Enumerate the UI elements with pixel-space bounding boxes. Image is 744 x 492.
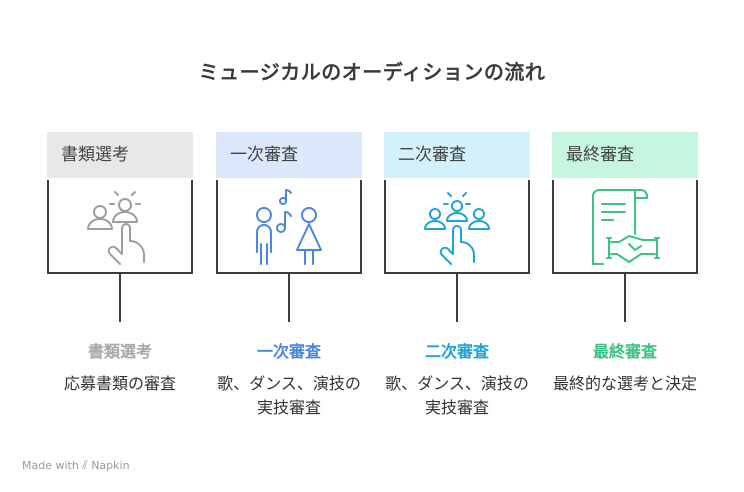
stage-label: 一次審査 — [256, 342, 321, 361]
stage-description: 歌、ダンス、演技の実技審査 — [217, 374, 361, 417]
napkin-logo-icon: ⫽ — [82, 458, 88, 472]
people-pointer-icon — [87, 191, 145, 265]
connector-line — [624, 274, 626, 322]
group-pointer-icon — [424, 192, 490, 265]
stage-header: 一次審査 — [216, 132, 362, 178]
connector-line — [456, 274, 458, 322]
stage-label: 二次審査 — [424, 342, 489, 361]
stage-label: 書類選考 — [87, 342, 152, 361]
stage-header: 書類選考 — [47, 132, 193, 178]
stage-description: 応募書類の審査 — [63, 374, 176, 393]
stage-final-audition: 最終審査 — [552, 132, 698, 322]
stage-description: 最終的な選考と決定 — [552, 374, 697, 393]
stage-frame — [384, 180, 530, 274]
stage-document-screening: 書類選考 — [47, 132, 193, 322]
stage-label: 最終審査 — [592, 342, 657, 361]
stage-header: 最終審査 — [552, 132, 698, 178]
stage-frame — [216, 180, 362, 274]
singers-music-notes-icon — [256, 189, 322, 265]
stage-second-audition: 二次審査 — [384, 132, 530, 322]
footer-attribution: Made with ⫽ Napkin — [22, 458, 130, 473]
stage-frame — [552, 180, 698, 274]
diagram-title: ミュージカルのオーディションの流れ — [198, 60, 546, 84]
stage-description: 歌、ダンス、演技の実技審査 — [385, 374, 529, 417]
stage-frame — [47, 180, 193, 274]
stage-header: 二次審査 — [384, 132, 530, 178]
made-with-text: Made with — [22, 459, 79, 472]
stage-first-audition: 一次審査 — [216, 132, 362, 322]
connector-line — [288, 274, 290, 322]
connector-line — [119, 274, 121, 322]
brand-name: Napkin — [91, 459, 130, 472]
contract-handshake-icon — [592, 189, 660, 265]
